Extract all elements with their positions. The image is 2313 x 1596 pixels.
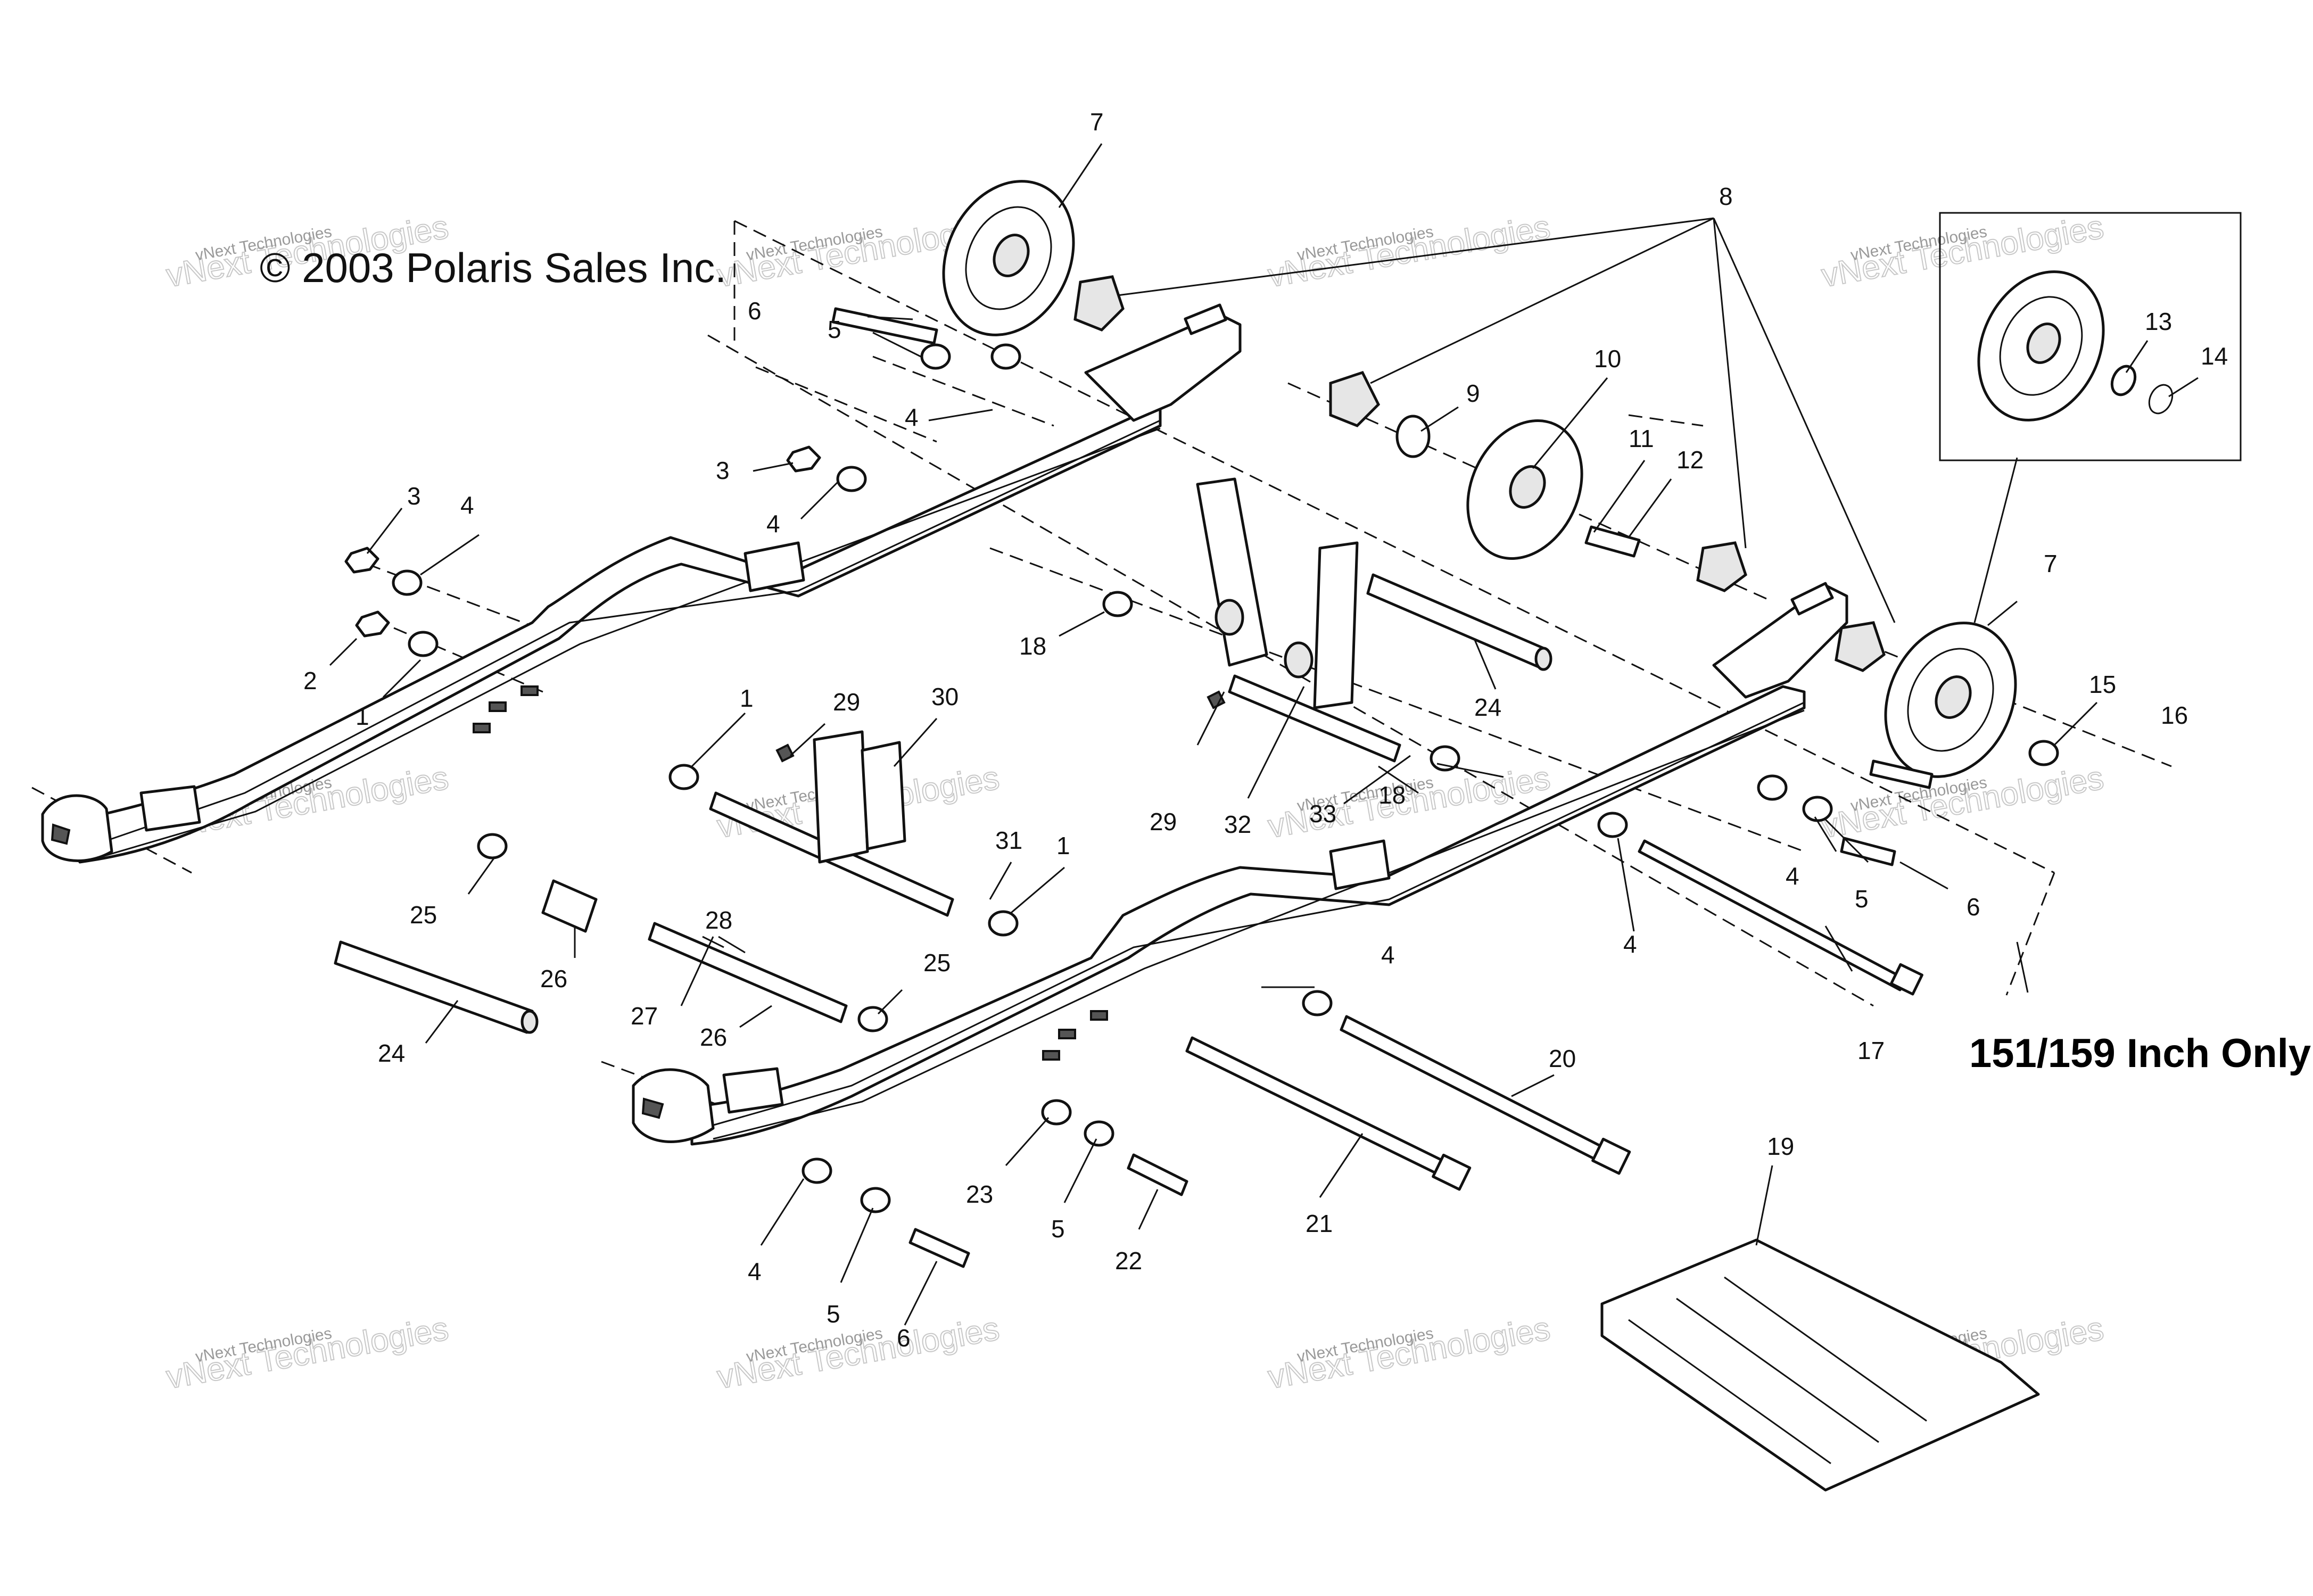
- applicability-note: 151/159 Inch Only: [1969, 1031, 2311, 1076]
- callout-5: 5: [828, 316, 841, 343]
- callout-1: 1: [1056, 832, 1070, 859]
- inset-bearing-washer: [2110, 365, 2174, 415]
- callout-29: 29: [833, 688, 860, 716]
- callout-6: 6: [897, 1324, 911, 1352]
- callout-26: 26: [700, 1023, 727, 1051]
- callout-21: 21: [1306, 1210, 1333, 1237]
- callout-29: 29: [1150, 808, 1177, 836]
- callout-4: 4: [460, 491, 474, 519]
- scissor-plates: [813, 730, 906, 864]
- idler-wheel-10: [1466, 419, 1583, 560]
- callout-16: 16: [2161, 701, 2188, 729]
- callout-6: 6: [1967, 893, 1980, 921]
- callout-3: 3: [716, 457, 730, 484]
- callout-9: 9: [1466, 379, 1480, 407]
- callout-19: 19: [1767, 1132, 1794, 1160]
- callout-1: 1: [740, 684, 754, 712]
- callout-18: 18: [1378, 781, 1406, 809]
- callout-4: 4: [905, 403, 919, 431]
- callout-4: 4: [766, 510, 780, 537]
- callout-10: 10: [1594, 345, 1621, 373]
- callout-4: 4: [1381, 941, 1395, 969]
- callout-30: 30: [931, 683, 959, 710]
- callout-20: 20: [1549, 1045, 1576, 1072]
- watermark: vNext Technologies vNext Technologies: [1265, 1310, 1553, 1396]
- idler-wheel-inset: [1977, 270, 2105, 421]
- leader-lines: [329, 143, 2199, 1326]
- callout-5: 5: [827, 1300, 840, 1328]
- callout-5: 5: [1051, 1215, 1065, 1243]
- callout-24: 24: [1474, 693, 1501, 721]
- callout-11: 11: [1629, 425, 1654, 452]
- inset-box: [1939, 212, 2242, 461]
- copyright-text: © 2003 Polaris Sales Inc.: [260, 244, 726, 291]
- callout-31: 31: [995, 826, 1022, 854]
- callout-17: 17: [1857, 1037, 1885, 1064]
- callout-8: 8: [1719, 183, 1733, 210]
- callout-24: 24: [378, 1039, 405, 1067]
- shafts-and-tubes: [334, 525, 1923, 1191]
- callout-4: 4: [1786, 862, 1799, 890]
- right-slide-rail: [632, 582, 1848, 1146]
- idler-wheel-7-right: [1884, 622, 2017, 778]
- callout-27: 27: [631, 1002, 658, 1030]
- callout-26: 26: [540, 965, 567, 993]
- callout-3: 3: [407, 482, 421, 510]
- callout-labels: 1 1 1 2 3 3 4 4 4 4 4 4 4 5 5 5 5 6 6 6 …: [303, 108, 2228, 1352]
- callout-18: 18: [1019, 632, 1046, 660]
- callout-25: 25: [923, 949, 951, 977]
- callout-28: 28: [705, 906, 732, 934]
- callout-22: 22: [1115, 1247, 1142, 1275]
- shock-mount-bracket: [1196, 477, 1359, 709]
- callout-2: 2: [303, 667, 317, 694]
- callout-12: 12: [1676, 446, 1704, 474]
- callout-5: 5: [1855, 885, 1869, 913]
- callout-15: 15: [2089, 671, 2116, 698]
- callout-1: 1: [356, 702, 369, 730]
- callout-4: 4: [748, 1258, 762, 1285]
- washers-and-hardware: [344, 275, 2059, 1268]
- watermark: vNext Technologies vNext Technologies: [163, 1310, 451, 1396]
- callout-14: 14: [2201, 342, 2228, 370]
- callout-25: 25: [410, 901, 437, 929]
- callout-13: 13: [2145, 308, 2172, 335]
- watermark: vNext Technologies vNext Technologies: [714, 1310, 1002, 1396]
- watermark: vNext Technologies vNext Technologies: [1265, 208, 1553, 295]
- callout-33: 33: [1309, 800, 1336, 828]
- callout-32: 32: [1224, 811, 1251, 838]
- callout-23: 23: [966, 1180, 993, 1208]
- callout-6: 6: [748, 297, 762, 325]
- idler-wheel-7-top: [942, 180, 1075, 336]
- callout-7: 7: [1090, 108, 1104, 136]
- left-slide-rail: [41, 303, 1242, 864]
- callout-4: 4: [1623, 930, 1637, 958]
- callout-7: 7: [2044, 550, 2058, 577]
- track-section: [1600, 1238, 2040, 1492]
